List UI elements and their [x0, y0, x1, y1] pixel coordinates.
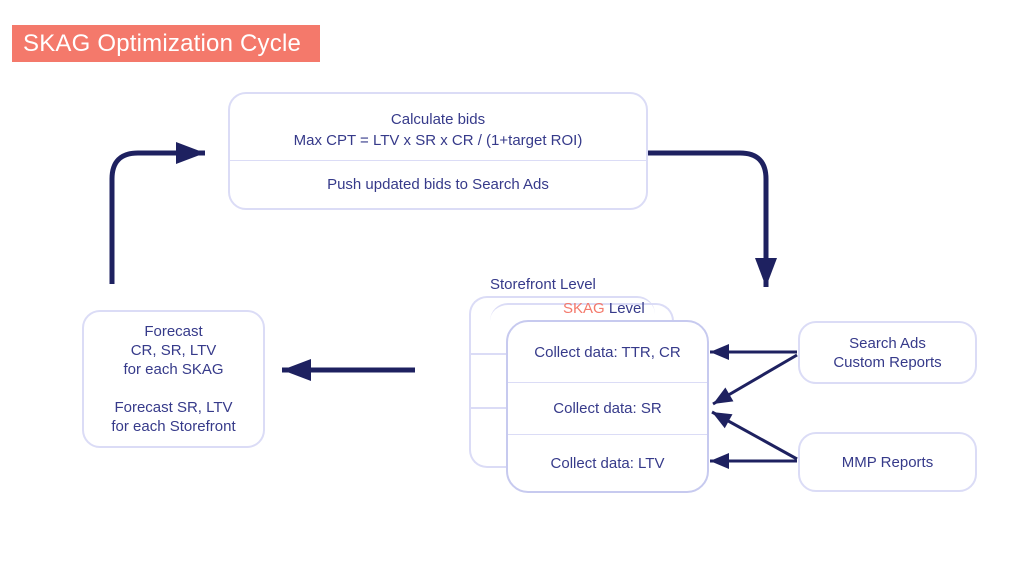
node-mmp-reports: MMP Reports: [798, 432, 977, 492]
collect-data-row-sr: Collect data: SR: [508, 383, 707, 435]
push-bids-label: Push updated bids to Search Ads: [327, 176, 549, 193]
node-forecast: Forecast CR, SR, LTV for each SKAG Forec…: [82, 310, 265, 448]
storefront-level-label: Storefront Level: [490, 276, 596, 293]
collect-ttr-cr-label: Collect data: TTR, CR: [534, 343, 681, 361]
collect-sr-label: Collect data: SR: [553, 400, 662, 417]
page-title: SKAG Optimization Cycle: [23, 29, 302, 57]
search-ads-line1: Search Ads: [849, 334, 926, 352]
cycle-arrow-forecast-to-calculate: [109, 142, 205, 284]
collect-data-row-ttr-cr: Collect data: TTR, CR: [508, 322, 707, 383]
calculate-bids-bottom-section: Push updated bids to Search Ads: [230, 161, 646, 208]
collect-ltv-label: Collect data: LTV: [550, 454, 665, 472]
forecast-line4: Forecast SR, LTV: [114, 399, 233, 416]
collect-data-row-ltv: Collect data: LTV: [508, 435, 707, 491]
calculate-bids-title: Calculate bids: [390, 111, 486, 128]
skag-level-label-accent: SKAG: [563, 300, 605, 317]
forecast-line3: for each SKAG: [123, 361, 224, 378]
arrow-mmp-to-sr: [711, 410, 798, 461]
node-search-ads-custom-reports: Search Ads Custom Reports: [798, 321, 977, 384]
skag-level-label: SKAG Level: [563, 300, 645, 317]
calculate-bids-formula: Max CPT = LTV x SR x CR / (1+target ROI): [293, 132, 583, 149]
mmp-reports-label: MMP Reports: [841, 453, 934, 471]
arrow-searchads-to-sr: [712, 353, 798, 406]
forecast-line2: CR, SR, LTV: [130, 342, 217, 359]
search-ads-line2: Custom Reports: [833, 353, 942, 371]
forecast-line5: for each Storefront: [111, 418, 236, 435]
title-banner: SKAG Optimization Cycle: [12, 25, 320, 62]
node-collect-data: Collect data: TTR, CR Collect data: SR C…: [506, 320, 709, 493]
calculate-bids-top-section: Calculate bids Max CPT = LTV x SR x CR /…: [230, 94, 646, 161]
skag-level-label-rest: Level: [604, 300, 645, 317]
cycle-arrow-calculate-to-collect: [648, 150, 777, 287]
node-calculate-bids: Calculate bids Max CPT = LTV x SR x CR /…: [228, 92, 648, 210]
forecast-line1: Forecast: [144, 323, 203, 340]
